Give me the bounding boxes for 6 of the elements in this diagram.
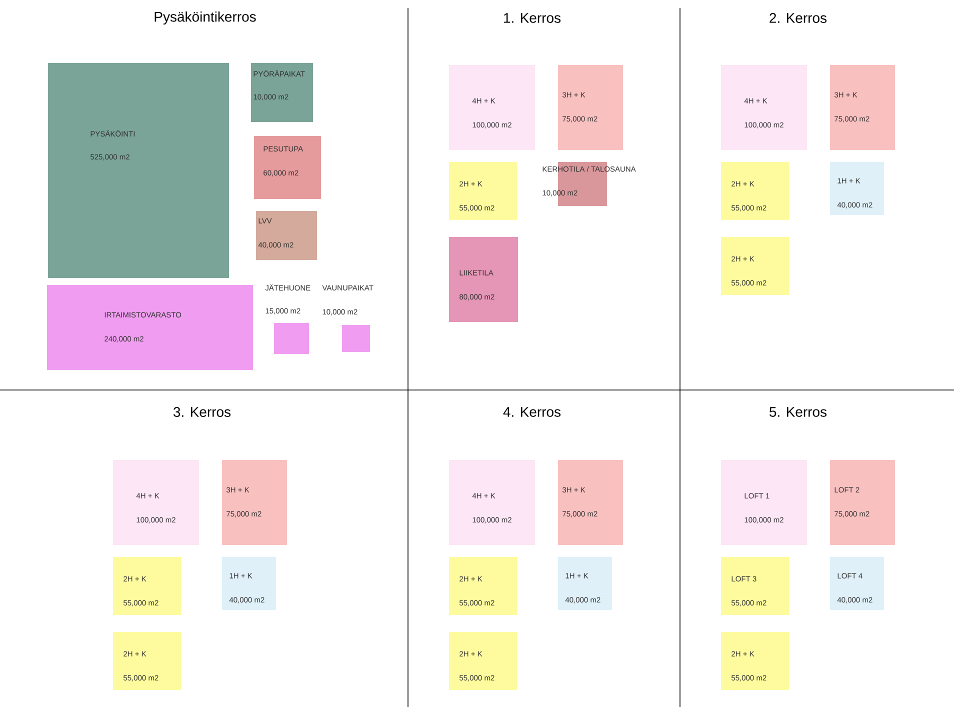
floor-heading: 4. Kerros <box>503 407 561 417</box>
floor-heading: Pysäköintikerros <box>154 11 256 25</box>
floor-heading: 1. Kerros <box>504 13 561 23</box>
floor-heading: 3. Kerros <box>174 407 231 417</box>
floor-heading: 5. Kerros <box>770 407 827 417</box>
floor-heading: 2. Kerros <box>770 13 827 23</box>
